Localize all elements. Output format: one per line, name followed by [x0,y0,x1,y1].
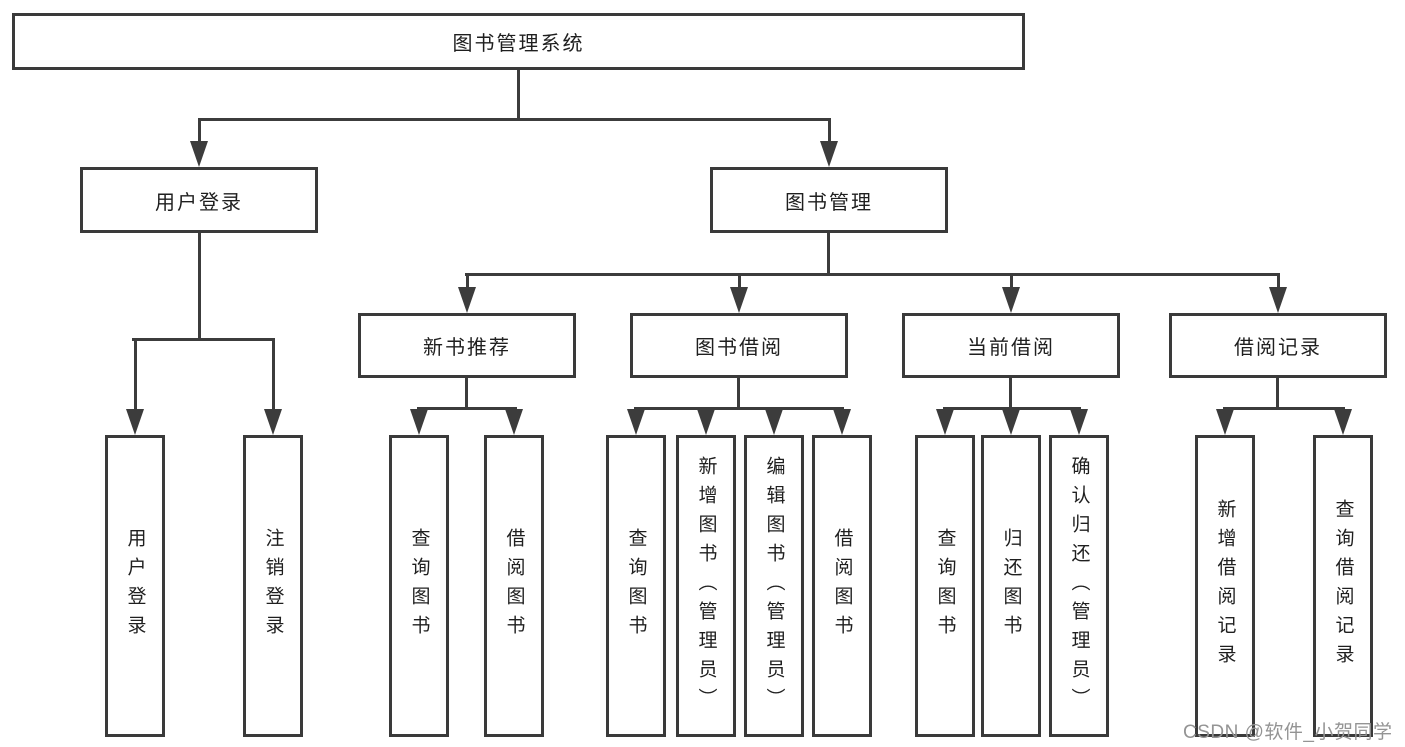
leaf-label: 查询图书 [408,528,430,644]
leaf-query-borrow-record: 查询借阅记录 [1313,435,1373,737]
arrow-head [1334,409,1352,435]
leaf-label: 编辑图书（管理员） [763,455,785,717]
connector-stem [737,378,740,409]
node-user-login: 用户登录 [80,167,318,233]
arrow-head [1216,409,1234,435]
node-label: 图书管理系统 [452,33,585,55]
node-label: 借阅记录 [1234,337,1322,359]
node-book-management: 图书管理 [710,167,948,233]
arrow-head [1002,287,1020,313]
connector-stem [198,233,201,341]
leaf-return-books: 归还图书 [981,435,1041,737]
arrow-head [410,409,428,435]
leaf-add-book-admin: 新增图书（管理员） [676,435,736,737]
node-label: 图书借阅 [695,337,783,359]
leaf-borrow-books-recommend: 借阅图书 [484,435,544,737]
connector-bar [943,407,1081,410]
leaf-label: 归还图书 [1000,528,1022,644]
arrow-head [627,409,645,435]
arrow-head [505,409,523,435]
connector-stem [828,118,831,145]
leaf-query-books-borrowing: 查询图书 [606,435,666,737]
watermark: CSDN @软件_小贺同学 [1183,722,1393,743]
connector-stem [134,338,137,411]
leaf-edit-book-admin: 编辑图书（管理员） [744,435,804,737]
connector-bar [198,118,831,121]
leaf-label: 用户登录 [124,528,146,644]
arrow-head [697,409,715,435]
arrow-head [1269,287,1287,313]
connector-stem [272,338,275,411]
arrow-head [126,409,144,435]
node-library-system: 图书管理系统 [12,13,1025,70]
node-label: 用户登录 [155,191,243,214]
connector-bar [1223,407,1345,410]
leaf-query-books-current: 查询图书 [915,435,975,737]
arrow-head [190,141,208,167]
arrow-head [730,287,748,313]
node-label: 图书管理 [785,191,873,214]
leaf-label: 新增借阅记录 [1214,499,1236,673]
leaf-label: 新增图书（管理员） [695,455,717,717]
arrow-head [765,409,783,435]
node-current-borrowing: 当前借阅 [902,313,1120,378]
leaf-borrow-books-borrowing: 借阅图书 [812,435,872,737]
leaf-confirm-return-admin: 确认归还（管理员） [1049,435,1109,737]
connector-stem [466,273,469,289]
arrow-head [264,409,282,435]
leaf-label: 查询图书 [625,528,647,644]
leaf-label: 注销登录 [262,528,284,644]
node-book-borrowing: 图书借阅 [630,313,848,378]
connector-stem [1277,273,1280,289]
arrow-head [820,141,838,167]
leaf-label: 借阅图书 [503,528,525,644]
connector-stem [738,273,741,289]
arrow-head [1002,409,1020,435]
connector-stem [517,70,520,121]
arrow-head [1070,409,1088,435]
leaf-add-borrow-record: 新增借阅记录 [1195,435,1255,737]
leaf-label: 借阅图书 [831,528,853,644]
connector-stem [827,233,830,276]
leaf-user-login: 用户登录 [105,435,165,737]
arrow-head [833,409,851,435]
connector-stem [1276,378,1279,409]
leaf-label: 查询图书 [934,528,956,644]
connector-stem [198,118,201,145]
node-label: 新书推荐 [423,337,511,359]
node-new-book-recommend: 新书推荐 [358,313,576,378]
leaf-logout: 注销登录 [243,435,303,737]
arrow-head [458,287,476,313]
node-borrowing-records: 借阅记录 [1169,313,1387,378]
node-label: 当前借阅 [967,337,1055,359]
connector-stem [1009,378,1012,409]
arrow-head [936,409,954,435]
leaf-label: 查询借阅记录 [1332,499,1354,673]
connector-bar [132,338,275,341]
leaf-label: 确认归还（管理员） [1068,455,1090,717]
leaf-query-books-recommend: 查询图书 [389,435,449,737]
connector-bar [417,407,517,410]
connector-stem [465,378,468,409]
connector-stem [1010,273,1013,289]
connector-bar [634,407,844,410]
connector-bar [465,273,1279,276]
